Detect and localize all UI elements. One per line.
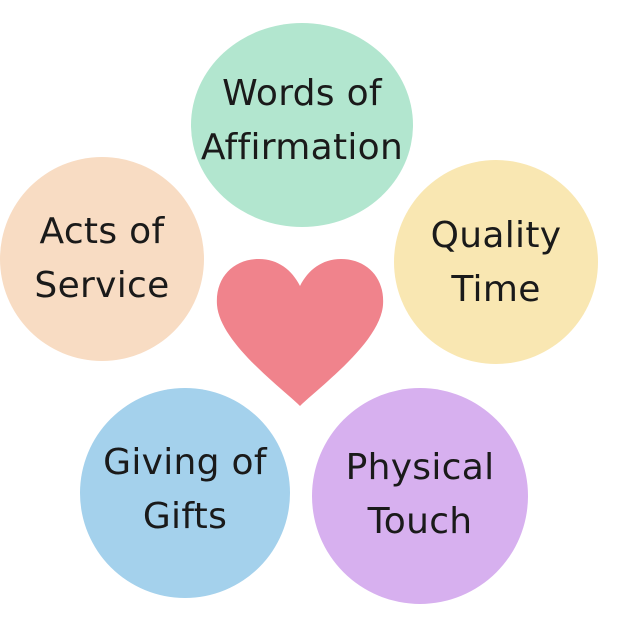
physical-touch-circle: Physical Touch	[312, 388, 528, 604]
circle-label-line: Gifts	[142, 496, 228, 537]
circle-label-line: Giving of	[103, 442, 267, 483]
circle-label-line: Words of	[222, 73, 382, 114]
circle-label-line: Affirmation	[200, 127, 404, 168]
circle-label-line: Service	[34, 265, 170, 306]
heart-shape	[216, 259, 384, 406]
words-of-affirmation-circle: Words of Affirmation	[191, 23, 413, 227]
quality-time-circle: Quality Time	[394, 160, 598, 364]
giving-of-gifts-circle: Giving of Gifts	[80, 388, 290, 598]
heart-icon	[216, 259, 384, 406]
circle-label-line: Physical	[345, 447, 495, 488]
circle-label-line: Time	[451, 269, 541, 310]
acts-of-service-circle: Acts of Service	[0, 157, 204, 361]
circle-label-line: Touch	[367, 501, 473, 542]
circle-label-line: Quality	[430, 215, 562, 256]
circle-label-line: Acts of	[39, 211, 165, 252]
